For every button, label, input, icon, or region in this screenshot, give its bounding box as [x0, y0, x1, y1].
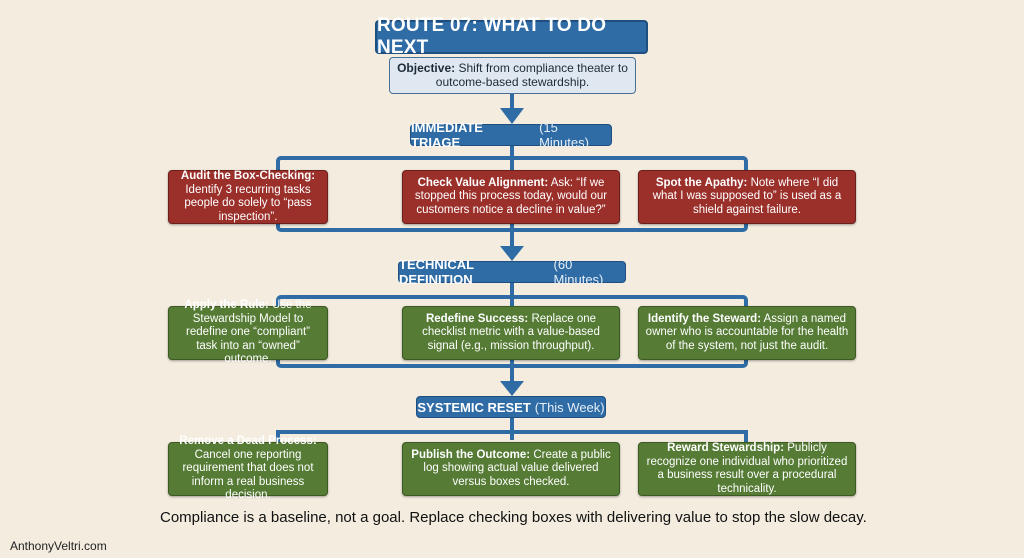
card-check-value-alignment: Check Value Alignment: Ask: “If we stopp…	[402, 170, 620, 224]
arrow-down-icon	[500, 108, 524, 124]
objective-box: Objective: Shift from compliance theater…	[389, 57, 636, 94]
footer-site-link[interactable]: AnthonyVeltri.com	[10, 539, 107, 553]
card-reward-stewardship: Reward Stewardship: Publicly recognize o…	[638, 442, 856, 496]
page-title: ROUTE 07: WHAT TO DO NEXT	[375, 15, 648, 58]
stage-label: IMMEDIATE TRIAGE	[411, 120, 483, 150]
stage-label: TECHNICAL DEFINITION	[399, 257, 474, 287]
card-redefine-success: Redefine Success: Replace one checklist …	[402, 306, 620, 360]
stage-label: SYSTEMIC RESET	[417, 399, 531, 415]
caption: Compliance is a baseline, not a goal. Re…	[160, 509, 867, 526]
card-text: Use the Stewardship Model to redefine on…	[185, 299, 312, 366]
card-label: Redefine Success:	[425, 312, 529, 325]
card-text: Cancel one reporting requirement that do…	[182, 448, 314, 502]
card-text: Note where “I did what I was supposed to…	[652, 176, 842, 216]
arrow-down-icon	[500, 246, 524, 261]
arrow-down-icon	[500, 381, 524, 396]
card-label: Spot the Apathy:	[655, 176, 748, 189]
stage-duration: (60 Minutes)	[553, 257, 604, 287]
stage-technical-definition: TECHNICAL DEFINITION (60 Minutes)	[398, 257, 626, 287]
stage-systemic-reset: SYSTEMIC RESET (This Week)	[416, 396, 606, 418]
card-text: Replace one checklist metric with a valu…	[422, 312, 600, 352]
card-label: Check Value Alignment:	[417, 176, 549, 189]
card-text: Identify 3 recurring tasks people do sol…	[184, 183, 312, 223]
card-identify-the-steward: Identify the Steward: Assign a named own…	[638, 306, 856, 360]
card-apply-the-rule: Apply the Rule: Use the Stewardship Mode…	[168, 299, 328, 365]
card-text: Publicly recognize one individual who pr…	[646, 442, 848, 495]
stage-immediate-triage: IMMEDIATE TRIAGE (15 Minutes)	[410, 120, 612, 150]
card-text: Ask: “If we stopped this process today, …	[414, 176, 608, 216]
card-label: Audit the Box-Checking:	[180, 170, 316, 182]
card-spot-the-apathy: Spot the Apathy: Note where “I did what …	[638, 170, 856, 224]
card-label: Identify the Steward:	[647, 312, 762, 325]
card-audit-box-checking: Audit the Box-Checking: Identify 3 recur…	[168, 170, 328, 224]
stage-duration: (This Week)	[534, 399, 605, 415]
objective-text: Shift from compliance theater to outcome…	[435, 61, 628, 89]
card-text: Create a public log showing actual value…	[423, 448, 611, 488]
card-text: Assign a named owner who is accountable …	[645, 312, 849, 352]
card-label: Reward Stewardship:	[667, 442, 785, 454]
card-remove-dead-process: Remove a Dead Process: Cancel one report…	[168, 435, 328, 501]
card-label: Apply the Rule:	[184, 299, 269, 312]
card-publish-the-outcome: Publish the Outcome: Create a public log…	[402, 442, 620, 496]
card-label: Publish the Outcome:	[411, 448, 531, 461]
stage-duration: (15 Minutes)	[539, 120, 589, 150]
card-label: Remove a Dead Process:	[179, 435, 317, 448]
objective-label: Objective:	[397, 61, 456, 75]
